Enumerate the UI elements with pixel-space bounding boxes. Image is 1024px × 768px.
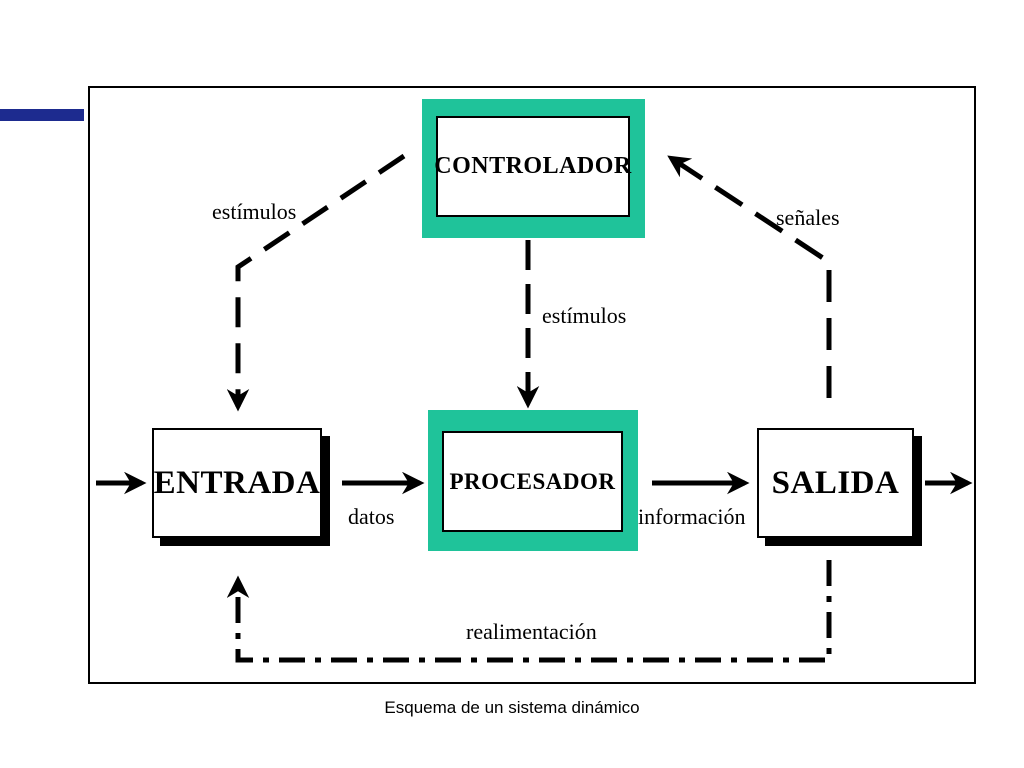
entrada-box: ENTRADA — [152, 428, 322, 538]
label-realimentacion: realimentación — [466, 619, 597, 644]
label-estimulos-left: estímulos — [212, 199, 297, 224]
arrow-realimentacion — [226, 560, 832, 663]
entrada-label: ENTRADA — [153, 464, 321, 501]
controlador-label: CONTROLADOR — [434, 153, 632, 179]
controlador-box: CONTROLADOR — [434, 116, 632, 217]
label-senales: señales — [776, 205, 840, 230]
diagram-frame — [88, 86, 976, 684]
arrow-estimulos-to-entrada — [226, 153, 406, 412]
slide-accent-bar — [0, 109, 84, 121]
salida-box: SALIDA — [757, 428, 914, 538]
label-informacion: información — [638, 504, 746, 529]
salida-label: SALIDA — [771, 464, 900, 501]
label-estimulos-center: estímulos — [542, 303, 627, 328]
label-datos: datos — [348, 504, 395, 529]
figure-caption: Esquema de un sistema dinámico — [384, 698, 640, 717]
procesador-label: PROCESADOR — [449, 468, 616, 494]
procesador-box: PROCESADOR — [442, 431, 623, 532]
arrow-senales — [667, 155, 832, 398]
